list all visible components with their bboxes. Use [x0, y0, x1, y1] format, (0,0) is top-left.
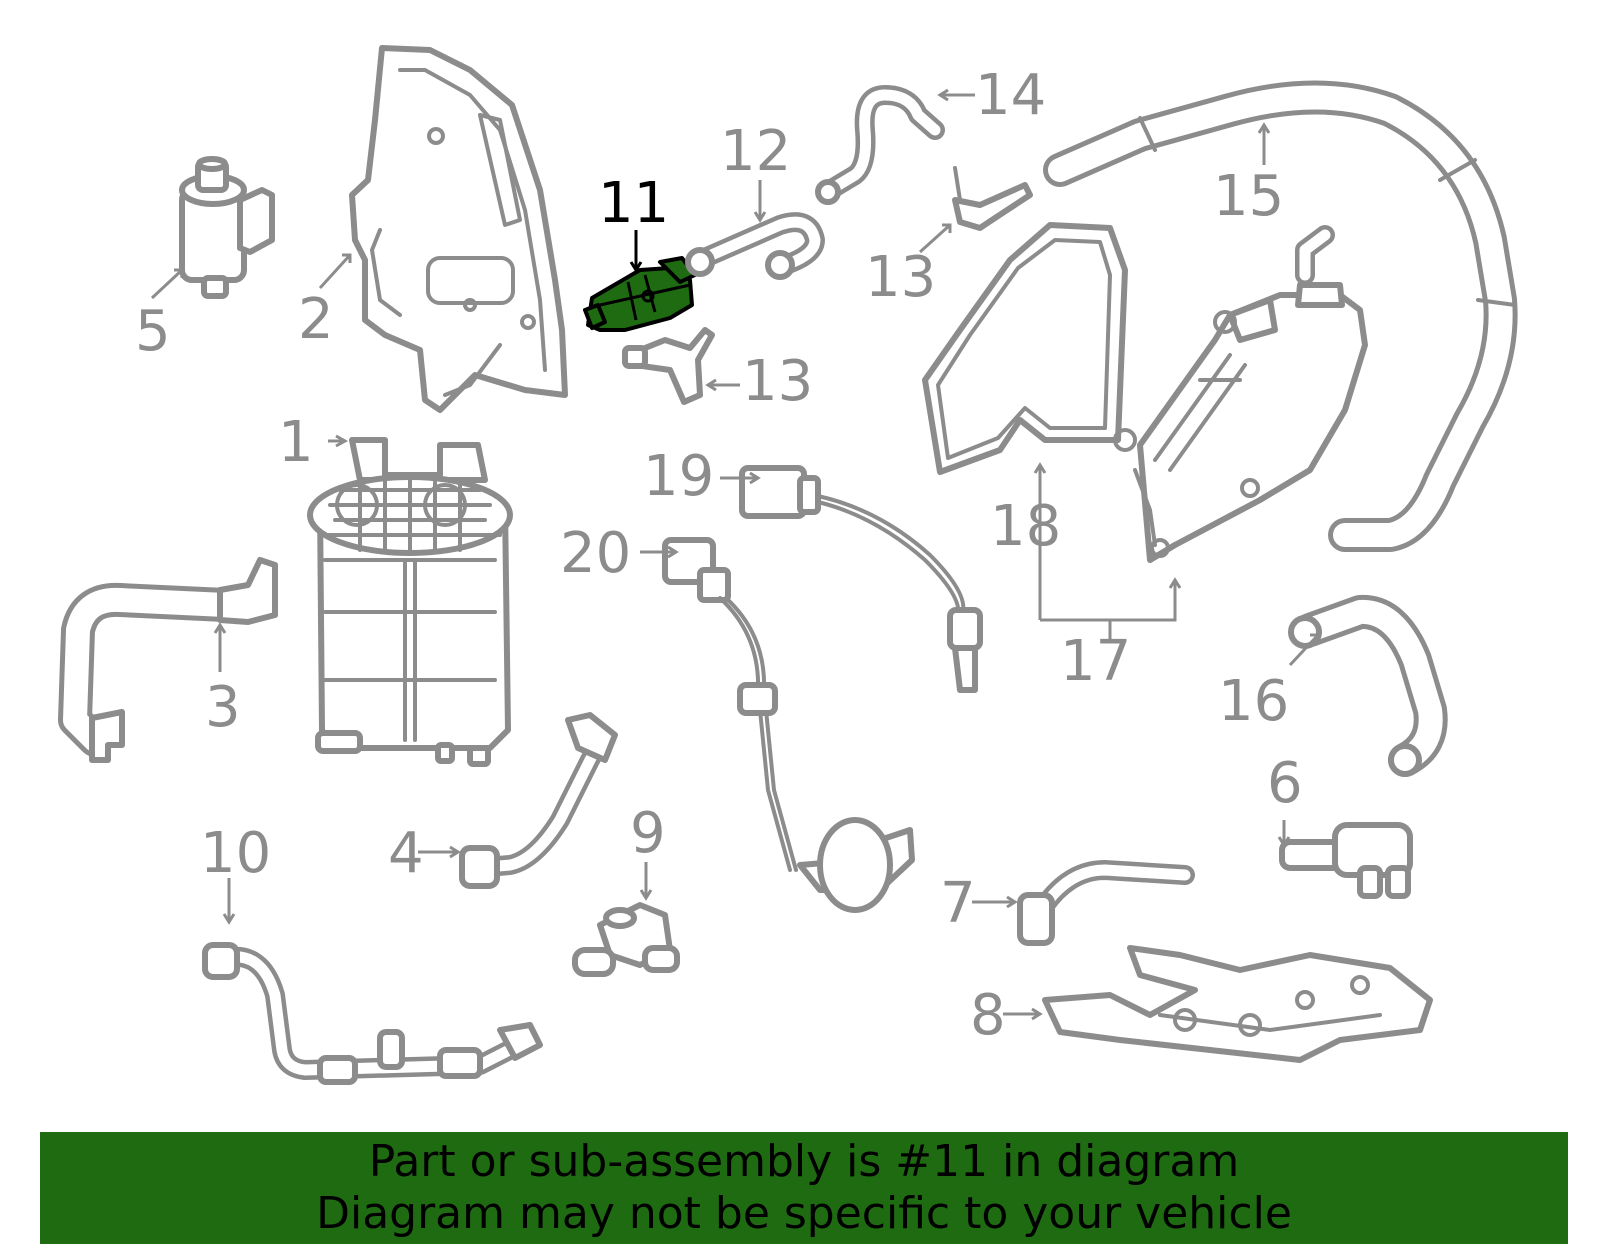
part-15-hose[interactable] [1043, 80, 1518, 552]
leader-16 [1288, 633, 1320, 667]
part-14-hose[interactable] [815, 85, 945, 205]
part-1-canister[interactable] [307, 437, 513, 767]
leader-7 [972, 895, 1018, 909]
leader-13-upper [918, 223, 952, 254]
callout-14[interactable]: 14 [975, 63, 1046, 128]
part-11-highlighted[interactable] [583, 256, 697, 332]
callout-3[interactable]: 3 [205, 675, 241, 740]
leader-11 [629, 230, 643, 273]
part-19-sensor[interactable] [739, 465, 983, 693]
callout-20[interactable]: 20 [560, 521, 631, 586]
callout-15[interactable]: 15 [1213, 164, 1284, 229]
part-12-hose[interactable] [685, 212, 825, 280]
part-2-heat-shield[interactable] [349, 45, 568, 413]
callout-13-upper[interactable]: 13 [865, 245, 936, 310]
part-10-line[interactable] [202, 942, 543, 1085]
callout-labels: 1 2 3 4 5 6 7 8 9 10 11 12 13 13 14 15 1… [135, 63, 1303, 1048]
callout-6[interactable]: 6 [1267, 751, 1303, 816]
leader-14 [937, 88, 975, 102]
part-4-hose[interactable] [459, 712, 618, 889]
leader-13-lower [705, 378, 740, 392]
part-17-housing[interactable] [1113, 225, 1368, 563]
part-3-hose[interactable] [58, 557, 278, 763]
callout-7[interactable]: 7 [940, 871, 976, 936]
leader-8 [1003, 1007, 1043, 1021]
part-16-hose[interactable] [1288, 594, 1448, 777]
part-13-connector-lower[interactable] [622, 327, 715, 405]
part-5-purge-valve[interactable] [179, 156, 275, 299]
part-13-connector-upper[interactable] [952, 166, 1033, 231]
info-banner: Part or sub-assembly is #11 in diagram D… [40, 1132, 1568, 1244]
leader-12 [753, 180, 767, 223]
leader-9 [639, 862, 653, 901]
leader-4 [418, 845, 461, 859]
part-18-gasket[interactable] [922, 222, 1128, 475]
callout-5[interactable]: 5 [135, 299, 171, 364]
leader-3 [213, 622, 227, 672]
leader-5 [150, 268, 184, 300]
leader-17-18 [1033, 462, 1182, 640]
leader-20 [640, 545, 679, 559]
callout-18[interactable]: 18 [990, 494, 1061, 559]
leader-lines [150, 88, 1320, 1021]
part-7-hose[interactable] [1017, 860, 1195, 946]
callout-4[interactable]: 4 [388, 821, 424, 886]
callout-11[interactable]: 11 [598, 171, 669, 236]
callout-2[interactable]: 2 [298, 287, 334, 352]
leader-19 [720, 471, 761, 485]
callout-19[interactable]: 19 [643, 444, 714, 509]
part-20-sensor[interactable] [662, 537, 915, 913]
banner-line-2: Diagram may not be specific to your vehi… [316, 1188, 1292, 1239]
callout-12[interactable]: 12 [720, 119, 791, 184]
leader-2 [318, 253, 352, 290]
callout-10[interactable]: 10 [200, 821, 271, 886]
leader-6 [1277, 820, 1291, 848]
callout-16[interactable]: 16 [1218, 669, 1289, 734]
leader-15 [1257, 122, 1271, 165]
part-9-valve[interactable] [572, 902, 680, 977]
leader-10 [222, 878, 236, 925]
leader-1 [328, 434, 349, 448]
banner-line-1: Part or sub-assembly is #11 in diagram [368, 1136, 1240, 1187]
callout-17[interactable]: 17 [1060, 629, 1131, 694]
callout-9[interactable]: 9 [630, 801, 666, 866]
callout-13-lower[interactable]: 13 [742, 349, 813, 414]
callout-8[interactable]: 8 [970, 983, 1006, 1048]
part-8-shield[interactable] [1042, 945, 1433, 1063]
part-6-fitting[interactable] [1279, 822, 1413, 899]
callout-1[interactable]: 1 [278, 410, 314, 475]
